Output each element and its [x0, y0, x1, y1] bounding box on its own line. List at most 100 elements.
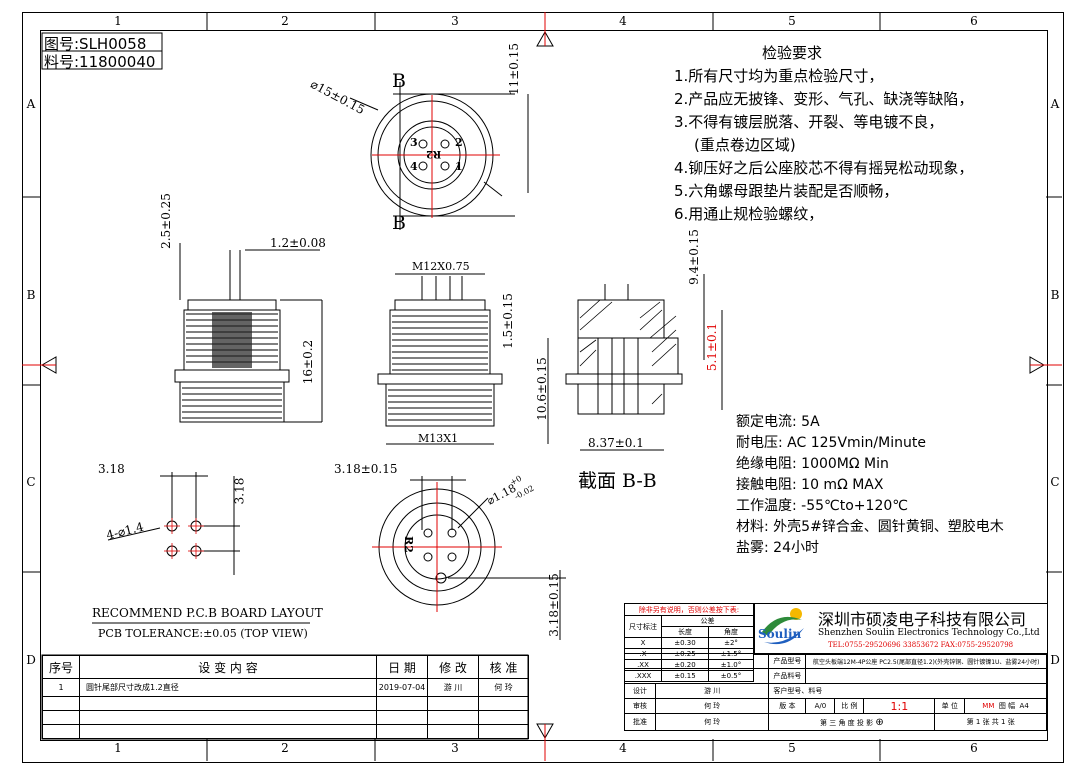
table-row: 1 圆针尾部尺寸改成1.2直径 2019-07-04 游 川 何 玲 — [42, 678, 529, 697]
company-name-en: Shenzhen Soulin Electronics Technology C… — [818, 628, 1040, 638]
model-value: 航空头板端12M-4P公座 PC2.5(尾部直径1.2)(外壳锌铜、圆针镀镍1U… — [805, 653, 1047, 669]
pin-label-2: 2 — [455, 136, 463, 149]
design-label: 设计 — [624, 683, 656, 699]
grid-col-1b: 1 — [114, 741, 122, 755]
rev-approved: 何 玲 — [478, 678, 529, 697]
spec-item: 绝缘电阻: 1000MΩ Min — [736, 456, 889, 472]
dim-thread-top: M12X0.75 — [412, 260, 470, 273]
scale-label: 比 例 — [834, 698, 865, 714]
company-logo — [758, 606, 808, 650]
rev-by: 游 川 — [427, 678, 479, 697]
inspection-item: 1.所有尺寸均为重点检验尺寸， — [674, 67, 884, 85]
grid-col-2: 2 — [281, 14, 289, 28]
part-value — [805, 668, 1047, 684]
section-title: 截面 B-B — [578, 470, 657, 492]
dim-pin-length: 2.5±0.25 — [158, 193, 173, 249]
grid-col-3: 3 — [451, 14, 459, 28]
drawing-number: 图号:SLH0058 — [44, 35, 147, 53]
dim-section-width: 8.37±0.1 — [588, 436, 644, 450]
section-mark-b-top: B — [392, 70, 406, 92]
customer-label: 客户型号、料号 — [768, 683, 1047, 699]
grid-col-4b: 4 — [619, 741, 627, 755]
grid-col-5b: 5 — [788, 741, 796, 755]
review-label: 审核 — [624, 698, 656, 714]
dim-top-height: 11±0.15 — [507, 42, 522, 96]
tol-note: 除非另有说明，否则公差按下表: — [624, 603, 754, 616]
tol-ang-label: 角度 — [707, 626, 755, 638]
inspection-block: 检验要求 1.所有尺寸均为重点检验尺寸， 2.产品应无披锋、变形、气孔、缺浇等缺… — [674, 42, 1044, 226]
tol-len-label: 长度 — [661, 626, 709, 638]
dim-body-height: 16±0.2 — [301, 339, 316, 385]
spec-item: 额定电流: 5A — [736, 414, 820, 430]
projection-label: 第 三 角 度 投 影 — [820, 718, 874, 727]
tol-label: 尺寸标注 — [624, 615, 662, 638]
title-block-table: 产品型号 航空头板端12M-4P公座 PC2.5(尾部直径1.2)(外壳锌铜、圆… — [623, 653, 1047, 731]
grid-row-c-r: C — [1050, 475, 1060, 489]
grid-col-6: 6 — [970, 14, 978, 28]
size-label: 图 幅 — [998, 702, 1016, 710]
specs-block: 额定电流: 5A 耐电压: AC 125Vmin/Minute 绝缘电阻: 10… — [736, 412, 1046, 559]
grid-col-4: 4 — [619, 14, 627, 28]
spec-item: 材料: 外壳5#锌合金、圆针黄铜、塑胶电木 — [736, 519, 1004, 535]
dim-pcb-318-h: 3.18 — [98, 462, 125, 476]
rev-header-date: 日 期 — [376, 655, 428, 679]
spec-item: 接触电阻: 10 mΩ MAX — [736, 477, 884, 493]
projection-symbol-icon: ⊕ — [875, 716, 884, 728]
model-label: 产品型号 — [768, 653, 807, 669]
pin-label-1: 1 — [455, 160, 463, 173]
dim-thread-bottom: M13X1 — [418, 432, 459, 445]
version-value: A/0 — [805, 698, 836, 714]
projection-cell: 第 三 角 度 投 影 ⊕ — [768, 713, 936, 731]
approve-label: 批准 — [624, 713, 656, 731]
rev-date: 2019-07-04 — [376, 678, 428, 697]
dim-pin-diameter: 1.2±0.08 — [270, 236, 326, 250]
inspection-item: 3.不得有镀层脱落、开裂、等电镀不良， — [674, 113, 944, 131]
part-label: 产品料号 — [768, 668, 807, 684]
dim-section-red: 5.1±0.1 — [705, 322, 720, 372]
pin-label-3: 3 — [410, 136, 418, 149]
inspection-item: 6.用通止规检验螺纹， — [674, 205, 824, 223]
outer-frame — [22, 12, 1064, 763]
inspection-title: 检验要求 — [762, 44, 823, 62]
logo-swoosh-icon — [762, 608, 804, 645]
rev-content: 圆针尾部尺寸改成1.2直径 — [79, 678, 377, 697]
grid-col-6b: 6 — [970, 741, 978, 755]
unit-value: MM — [982, 702, 995, 710]
company-name-cn: 深圳市硕凌电子科技有限公司 — [818, 610, 1027, 629]
pin-label-4: 4 — [410, 160, 418, 173]
version-label: 版 本 — [768, 698, 807, 714]
tol-key: X — [624, 637, 662, 649]
dim-flange: 1.5±0.15 — [500, 293, 515, 349]
tol-len: ±0.30 — [661, 637, 709, 649]
section-hatch — [579, 299, 677, 405]
spec-item: 盐雾: 24小时 — [736, 540, 819, 556]
grid-row-b: B — [26, 288, 36, 302]
grid-row-c: C — [26, 475, 36, 489]
rev-header-content: 设 变 内 容 — [79, 655, 377, 679]
grid-row-a-r: A — [1050, 97, 1060, 111]
dim-pcb-318-v: 3.18 — [232, 477, 247, 505]
grid-col-1: 1 — [114, 14, 122, 28]
tol-ang: ±2° — [707, 637, 755, 649]
dim-section-left: 10.6±0.15 — [534, 357, 549, 421]
rev-header-by: 修 改 — [427, 655, 479, 679]
approve-value: 何 玲 — [654, 713, 770, 731]
dim-section-total: 9.4±0.15 — [686, 229, 701, 285]
thread-lines-mid — [388, 315, 492, 421]
tol-header: 公差 — [661, 615, 754, 627]
logo-text: Soulin — [758, 627, 802, 641]
review-value: 何 玲 — [654, 698, 770, 714]
scale-value: 1:1 — [863, 698, 936, 714]
grid-row-d: D — [26, 653, 36, 667]
grid-col-5: 5 — [788, 14, 796, 28]
inspection-item: (重点卷边区域) — [694, 136, 796, 154]
rev-header-no: 序号 — [42, 655, 80, 679]
rev-no: 1 — [42, 678, 80, 697]
size-value: A4 — [1019, 702, 1029, 710]
mark-r2-bottom: R2 — [401, 536, 415, 553]
material-number: 料号:11800040 — [44, 53, 156, 71]
inspection-item: 5.六角螺母跟垫片装配是否顺畅， — [674, 182, 899, 200]
mark-r2-top: R2 — [426, 148, 442, 159]
unit-size: MM 图 幅 A4 — [964, 698, 1047, 714]
dim-bottom-318: 3.18±0.15 — [334, 462, 398, 476]
